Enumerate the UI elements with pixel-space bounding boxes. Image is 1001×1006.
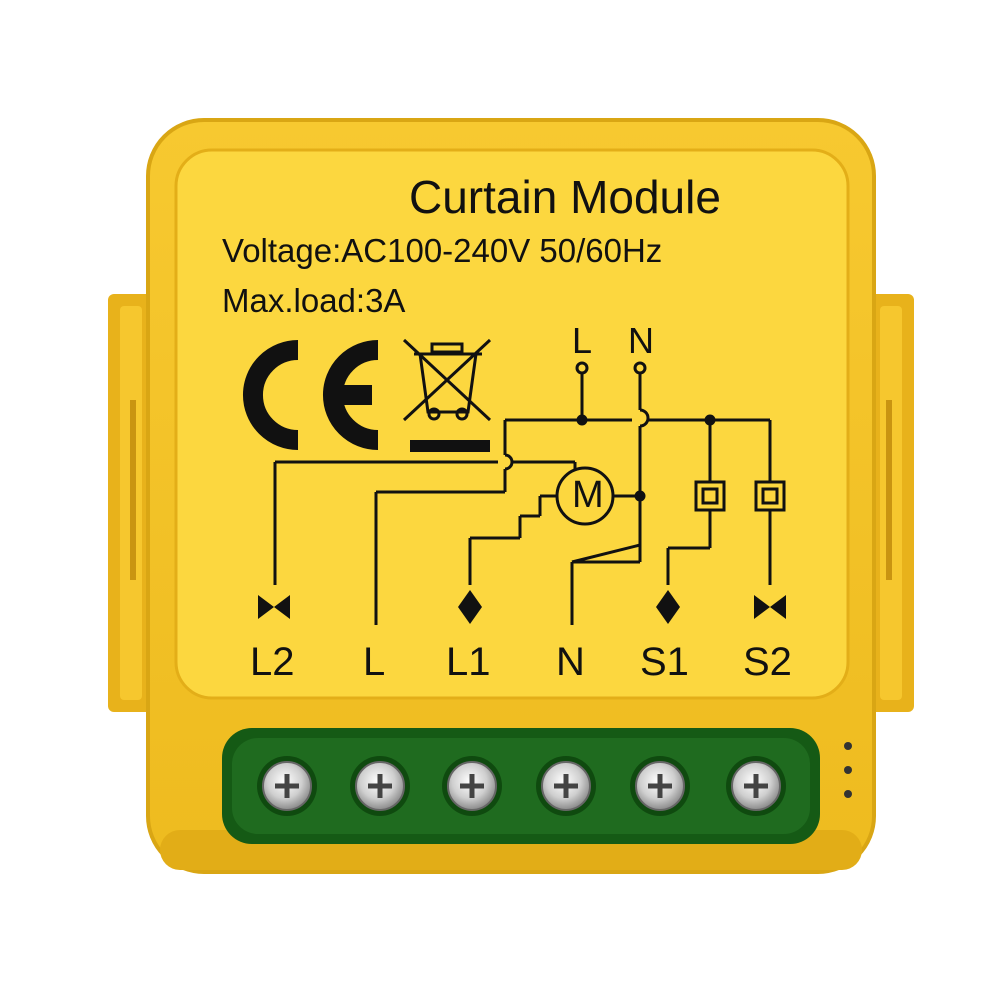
- voltage-rating: Voltage:AC100-240V 50/60Hz: [222, 232, 663, 269]
- terminal-label-l: L: [363, 640, 386, 684]
- terminal-label-l1: L1: [446, 640, 491, 684]
- diamond-marker-s1: [656, 590, 680, 624]
- ce-mark-icon: [243, 340, 379, 450]
- terminal-screw-5[interactable]: [630, 756, 690, 816]
- screw-cross-icon: [648, 774, 672, 798]
- terminal-label-s1: S1: [640, 640, 689, 684]
- bowtie-marker-s2: [754, 595, 786, 619]
- bowtie-marker-l2: [258, 595, 290, 619]
- terminal-screw-2[interactable]: [350, 756, 410, 816]
- left-side-clip: [108, 294, 156, 712]
- module-title: Curtain Module: [409, 171, 721, 223]
- terminal-label-s2: S2: [743, 640, 792, 684]
- wiring-diagram: [273, 361, 786, 625]
- terminal-screw-1[interactable]: [257, 756, 317, 816]
- status-led-dots: [844, 742, 852, 798]
- screw-cross-icon: [554, 774, 578, 798]
- screw-cross-icon: [744, 774, 768, 798]
- max-load-rating: Max.load:3A: [222, 282, 406, 319]
- screw-cross-icon: [368, 774, 392, 798]
- terminal-markers: [258, 590, 786, 624]
- top-terminal-n-label: N: [628, 320, 654, 361]
- terminal-screw-4[interactable]: [536, 756, 596, 816]
- right-side-clip: [866, 294, 914, 712]
- weee-bin-icon: [402, 338, 492, 452]
- motor-symbol-label: M: [572, 474, 604, 516]
- terminal-screw-3[interactable]: [442, 756, 502, 816]
- top-terminal-l-label: L: [572, 320, 593, 361]
- screw-cross-icon: [460, 774, 484, 798]
- diamond-marker-l1: [458, 590, 482, 624]
- terminal-label-l2: L2: [250, 640, 295, 684]
- terminal-label-n: N: [556, 640, 585, 684]
- label-face: [174, 148, 850, 700]
- terminal-screw-6[interactable]: [726, 756, 786, 816]
- screw-cross-icon: [275, 774, 299, 798]
